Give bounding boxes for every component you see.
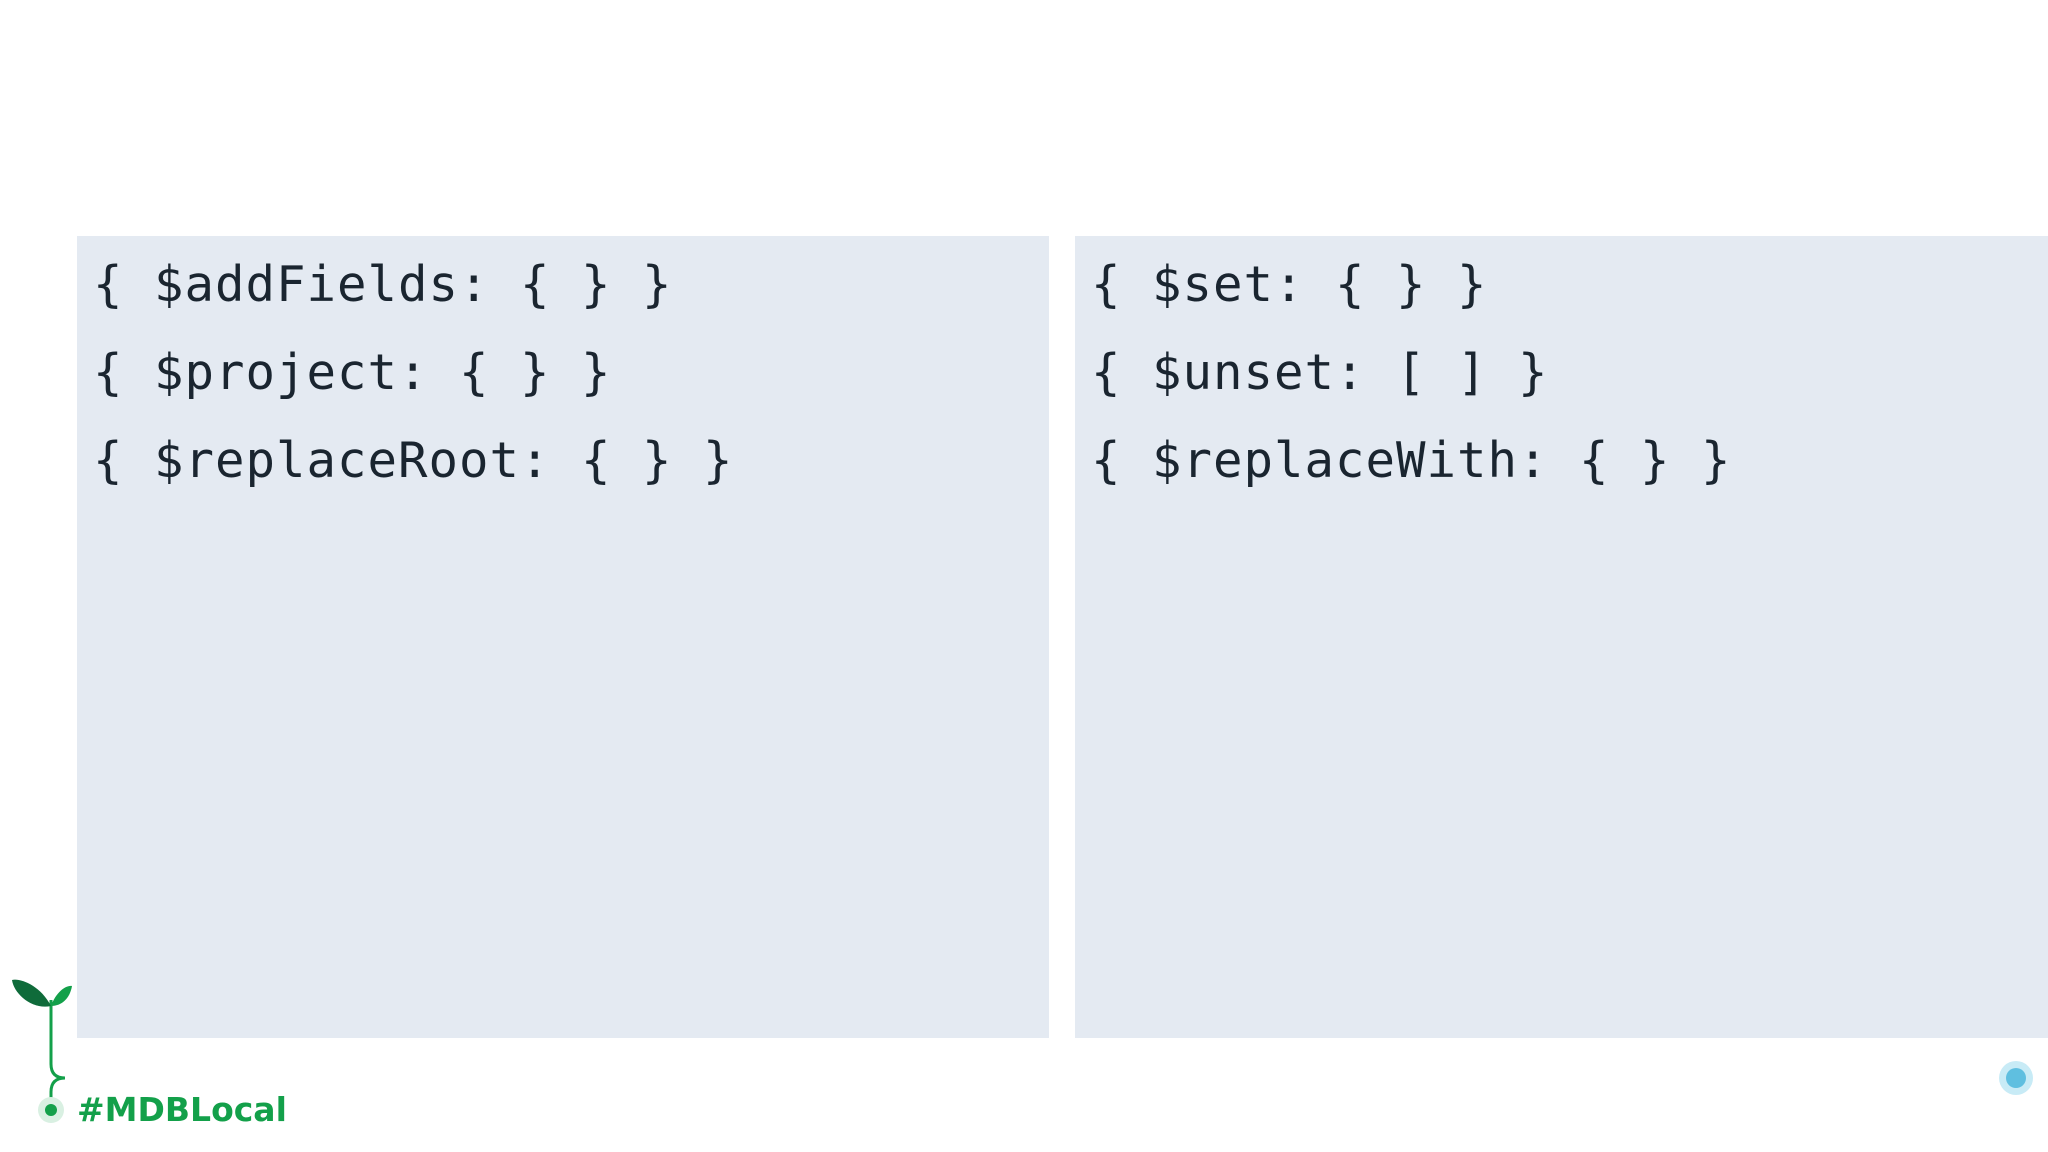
code-panel-right: { $set: { } } { $unset: [ ] } { $replace… xyxy=(1075,236,2048,1038)
sprout-stem xyxy=(49,1000,66,1080)
code-line-addfields: { $addFields: { } } xyxy=(93,256,673,313)
code-line-project: { $project: { } } xyxy=(93,344,612,401)
hashtag-label: #MDBLocal xyxy=(77,1090,287,1129)
start-dot xyxy=(45,1104,57,1116)
sprout-icon xyxy=(12,979,72,1007)
circle-dot-icon xyxy=(1999,1061,2033,1095)
code-line-unset: { $unset: [ ] } xyxy=(1091,344,1549,401)
code-line-set: { $set: { } } xyxy=(1091,256,1488,313)
code-line-replaceroot: { $replaceRoot: { } } xyxy=(93,432,734,489)
code-panel-left: { $addFields: { } } { $project: { } } { … xyxy=(77,236,1049,1038)
footer-decoration xyxy=(12,979,2033,1123)
sprout-lower-stem xyxy=(49,1076,66,1110)
code-line-replacewith: { $replaceWith: { } } xyxy=(1091,432,1732,489)
